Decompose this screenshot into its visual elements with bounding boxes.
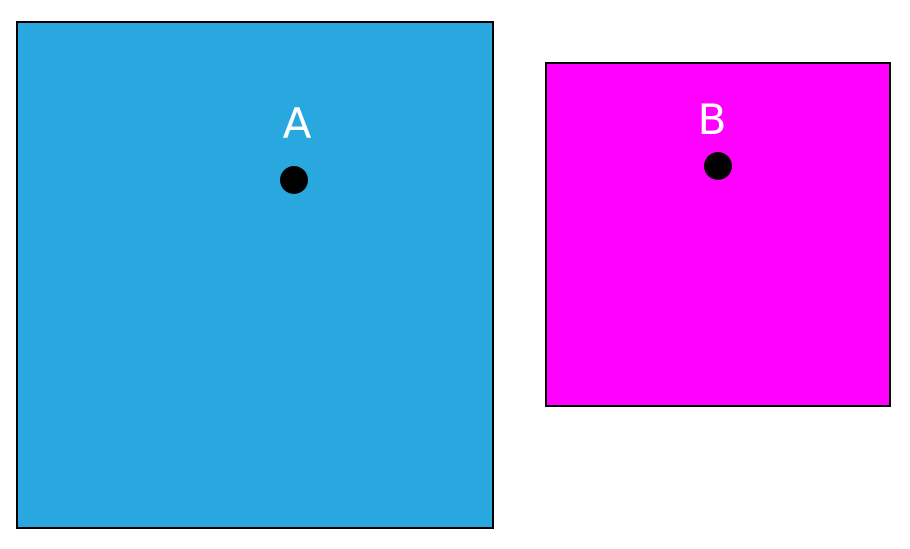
point-a [280,166,308,194]
label-b: B [697,95,727,144]
label-a: A [282,99,312,148]
square-b [545,62,891,407]
square-a [16,21,494,529]
point-b [704,152,732,180]
